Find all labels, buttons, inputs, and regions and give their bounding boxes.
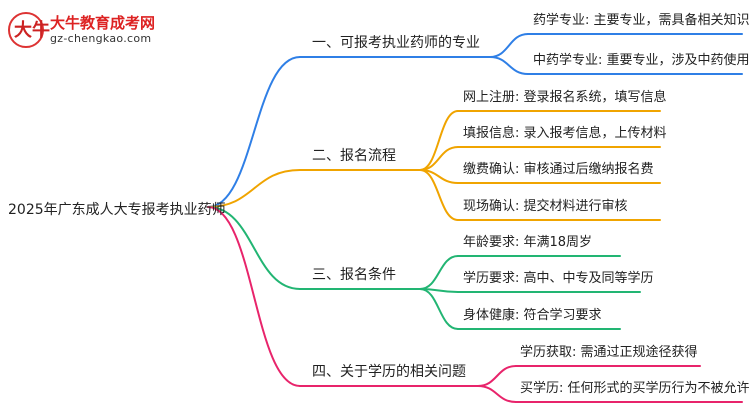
branch-2-leaf-4-connector [419,169,459,221]
branch-2-label: 二、报名流程 [312,148,396,164]
logo-glyph: 大牛 [14,20,50,41]
logo-title: 大牛教育成考网 [50,14,156,32]
branch-3-leaf-3-connector [419,288,459,330]
branch-2-leaf-1: 网上注册: 登录报名系统，填写信息 [463,89,667,105]
branch-1-label: 一、可报考执业药师的专业 [312,35,480,51]
connector-layer [207,33,743,403]
branch-1-leaf-2: 中药学专业: 重要专业，涉及中药使用 [533,52,750,68]
root-topic: 2025年广东成人大专报考执业药师 [8,202,226,218]
branch-3-leaf-3: 身体健康: 符合学习要求 [463,307,602,323]
branch-4-label: 四、关于学历的相关问题 [312,364,466,380]
branch-2-leaf-4: 现场确认: 提交材料进行审核 [463,198,628,214]
branch-3-label: 三、报名条件 [312,266,396,283]
branch-4-leaf-1-connector [477,365,517,387]
branch-1-leaf-1: 药学专业: 主要专业，需具备相关知识 [533,12,750,28]
branch-4-leaf-2: 买学历: 任何形式的买学历行为不被允许 [520,380,750,396]
branch-2-leaf-1-connector [419,110,459,171]
branch-3-leaf-2: 学历要求: 高中、中专及同等学历 [463,270,654,286]
branch-1-connector [207,56,301,208]
branch-2-leaf-2-connector [419,146,459,171]
logo-mark-icon [8,12,44,48]
branch-4-connector [207,206,301,387]
branch-3-leaf-1-connector [419,255,459,290]
branch-4-leaf-1: 学历获取: 需通过正规途径获得 [520,344,698,360]
branch-1-leaf-2-connector [489,56,529,75]
branch-4-leaf-2-connector [477,385,517,403]
branch-1-leaf-1-connector [489,33,529,58]
branch-2-leaf-2: 填报信息: 录入报考信息，上传材料 [463,125,667,141]
site-logo: 大牛 大牛教育成考网 gz-chengkao.com [6,10,181,54]
branch-3-leaf-1: 年龄要求: 年满18周岁 [463,235,592,250]
branch-2-leaf-3: 缴费确认: 审核通过后缴纳报名费 [463,161,654,177]
branch-2-connector [207,169,301,208]
logo-url: gz-chengkao.com [50,32,152,45]
branch-3-connector [207,206,301,290]
